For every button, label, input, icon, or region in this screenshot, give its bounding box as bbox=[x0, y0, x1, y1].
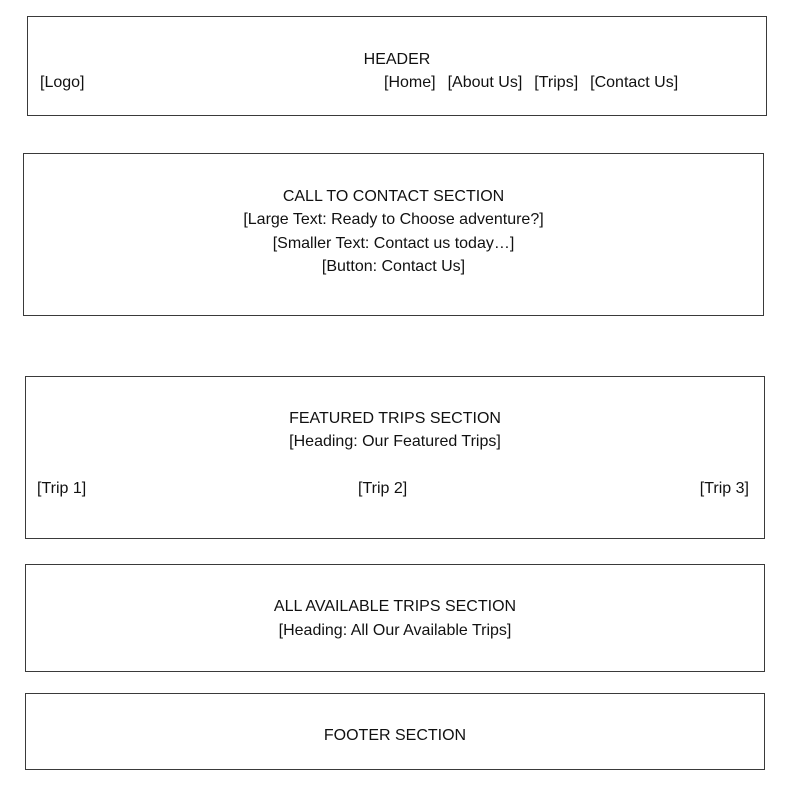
footer-section: FOOTER SECTION bbox=[25, 693, 765, 770]
cta-small-text: [Smaller Text: Contact us today…] bbox=[272, 235, 515, 252]
featured-section-title: FEATURED TRIPS SECTION bbox=[289, 410, 501, 427]
contact-us-button[interactable]: [Button: Contact Us] bbox=[321, 258, 466, 275]
all-trips-section: ALL AVAILABLE TRIPS SECTION [Heading: Al… bbox=[25, 564, 765, 672]
nav-item-about-us[interactable]: [About Us] bbox=[447, 74, 523, 91]
cta-section-title: CALL TO CONTACT SECTION bbox=[282, 188, 505, 205]
logo-placeholder[interactable]: [Logo] bbox=[40, 74, 85, 91]
cta-large-text: [Large Text: Ready to Choose adventure?] bbox=[243, 211, 544, 228]
nav-item-home[interactable]: [Home] bbox=[384, 74, 436, 91]
call-to-contact-section: CALL TO CONTACT SECTION [Large Text: Rea… bbox=[23, 153, 764, 316]
trip-card-1[interactable]: [Trip 1] bbox=[37, 480, 87, 497]
all-trips-heading: [Heading: All Our Available Trips] bbox=[278, 622, 512, 639]
featured-heading: [Heading: Our Featured Trips] bbox=[289, 433, 501, 450]
nav-bar: [Home] [About Us] [Trips] [Contact Us] bbox=[384, 73, 678, 93]
trip-card-2[interactable]: [Trip 2] bbox=[358, 480, 408, 497]
featured-trips-section: FEATURED TRIPS SECTION [Heading: Our Fea… bbox=[25, 376, 765, 539]
footer-title: FOOTER SECTION bbox=[323, 727, 467, 744]
all-trips-section-title: ALL AVAILABLE TRIPS SECTION bbox=[273, 598, 517, 615]
trip-card-3[interactable]: [Trip 3] bbox=[699, 480, 749, 497]
header-title: HEADER bbox=[363, 51, 431, 68]
nav-item-trips[interactable]: [Trips] bbox=[534, 74, 579, 91]
header-section: HEADER [Logo] [Home] [About Us] [Trips] [Co… bbox=[27, 16, 767, 116]
nav-item-contact-us[interactable]: [Contact Us] bbox=[590, 74, 679, 91]
